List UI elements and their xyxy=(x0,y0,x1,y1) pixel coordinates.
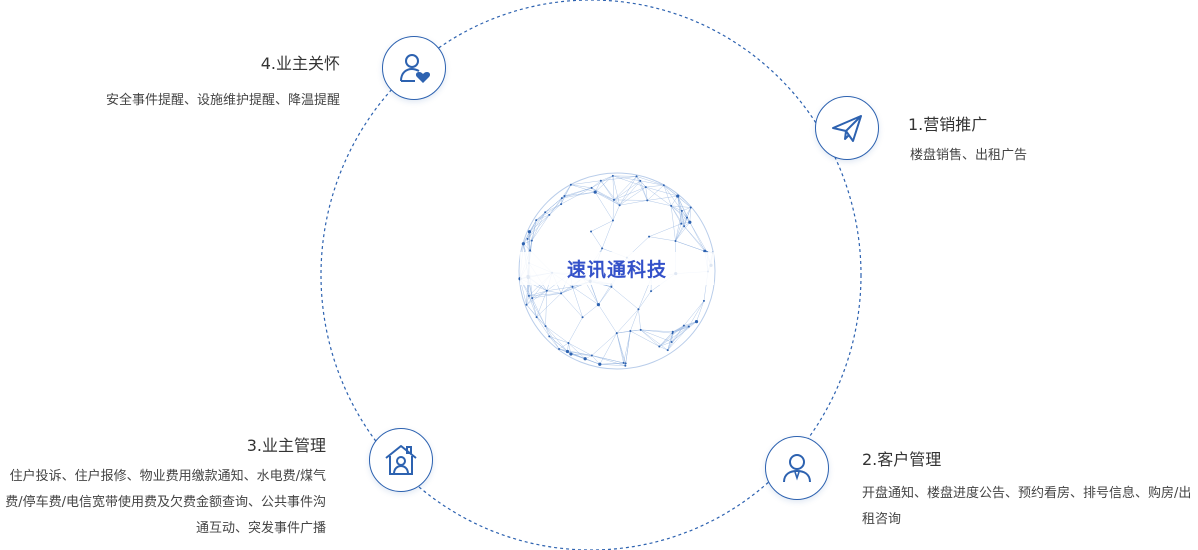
globe-node-dot xyxy=(670,340,673,343)
owner-mgmt-node xyxy=(369,428,433,492)
owner-mgmt-title: 3.业主管理 xyxy=(246,436,326,455)
globe-node-dot xyxy=(535,316,538,319)
globe-node-dot xyxy=(535,219,538,222)
user-heart-icon xyxy=(396,50,432,86)
center-label: 速讯通科技 xyxy=(520,252,714,285)
customer-node xyxy=(765,436,829,500)
globe-node-dot xyxy=(639,328,642,331)
globe-node-dot xyxy=(644,186,647,189)
marketing-title: 1.营销推广 xyxy=(908,115,988,134)
globe-node-dot xyxy=(611,219,614,222)
globe-node-dot xyxy=(637,308,640,311)
globe-node-dot xyxy=(560,203,563,206)
globe-node-dot xyxy=(674,239,677,242)
globe-node-dot xyxy=(670,204,673,207)
globe-node-dot xyxy=(567,341,570,344)
globe-node-dot xyxy=(590,230,593,233)
globe-node-dot xyxy=(558,347,561,350)
globe-node-dot xyxy=(658,345,661,348)
globe-node-dot xyxy=(689,206,692,209)
globe-node-dot xyxy=(569,352,573,356)
globe-node-dot xyxy=(624,364,627,367)
globe-node-dot xyxy=(676,194,680,198)
globe-node-dot xyxy=(545,289,548,292)
customer-title: 2.客户管理 xyxy=(862,450,942,469)
globe-node-dot xyxy=(530,239,533,242)
globe-node-dot xyxy=(686,216,689,219)
globe-node-dot xyxy=(531,297,534,300)
owner-care-title: 4.业主关怀 xyxy=(260,54,340,73)
globe-node-dot xyxy=(526,237,529,240)
globe-node-dot xyxy=(563,195,566,198)
globe-node-dot xyxy=(671,330,674,333)
globe-node-dot xyxy=(618,204,621,207)
globe-node-dot xyxy=(599,179,602,182)
globe-node-dot xyxy=(601,247,604,250)
globe-node-dot xyxy=(569,183,572,186)
globe-node-dot xyxy=(544,325,547,328)
globe-node-dot xyxy=(650,290,653,293)
globe-node-dot xyxy=(615,332,618,335)
user-icon xyxy=(779,450,815,486)
globe-node-dot xyxy=(666,349,669,352)
globe-node-dot xyxy=(525,303,528,306)
globe-node-dot xyxy=(548,213,551,216)
globe-node-dot xyxy=(694,319,699,324)
globe-node-dot xyxy=(571,285,574,288)
globe-node-dot xyxy=(702,299,705,302)
marketing-desc: 楼盘销售、出租广告 xyxy=(910,148,1028,163)
globe-node-dot xyxy=(624,362,627,365)
globe-node-dot xyxy=(646,199,649,202)
paper-plane-icon xyxy=(829,110,865,146)
owner-care-desc: 安全事件提醒、设施维护提醒、降温提醒 xyxy=(105,93,340,108)
globe-node-dot xyxy=(635,175,638,178)
marketing-node xyxy=(815,96,879,160)
globe-node-dot xyxy=(529,249,532,252)
globe-node-dot xyxy=(583,357,587,361)
globe-node-dot xyxy=(680,222,683,225)
globe-node-dot xyxy=(629,330,632,333)
globe-node-dot xyxy=(548,335,551,338)
owner-mgmt-desc: 住户投诉、住户报修、物业费用缴款通知、水电费/煤气费/停车费/电信宽带使用费及欠… xyxy=(5,469,326,536)
globe-node-dot xyxy=(560,292,563,295)
owner-care-node xyxy=(382,36,446,100)
globe-node-dot xyxy=(565,349,570,354)
globe-node-dot xyxy=(683,225,686,228)
globe-node-dot xyxy=(590,186,593,189)
globe-node-dot xyxy=(527,230,532,234)
globe-node-dot xyxy=(688,220,692,224)
globe-node-dot xyxy=(590,354,593,357)
globe-node-dot xyxy=(560,197,563,200)
globe-node-dot xyxy=(610,285,613,288)
globe-node-dot xyxy=(521,242,525,246)
globe-node-dot xyxy=(544,211,547,214)
globe-node-dot xyxy=(527,294,530,297)
globe-node-dot xyxy=(622,361,625,364)
customer-desc: 开盘通知、楼盘进度公告、预约看房、排号信息、购房/出租咨询 xyxy=(862,486,1192,527)
globe-node-dot xyxy=(593,190,597,194)
globe-node-dot xyxy=(639,179,642,182)
globe-node-dot xyxy=(682,324,685,327)
house-user-icon xyxy=(383,442,419,478)
globe-node-dot xyxy=(687,325,690,328)
globe-node-dot xyxy=(662,184,665,187)
globe-node-dot xyxy=(611,174,614,177)
globe-node-dot xyxy=(596,303,601,307)
globe-node-dot xyxy=(648,235,651,238)
globe-node-dot xyxy=(598,362,602,366)
globe-node-dot xyxy=(680,209,683,212)
globe-node-dot xyxy=(581,316,584,319)
globe-node-dot xyxy=(612,198,615,201)
